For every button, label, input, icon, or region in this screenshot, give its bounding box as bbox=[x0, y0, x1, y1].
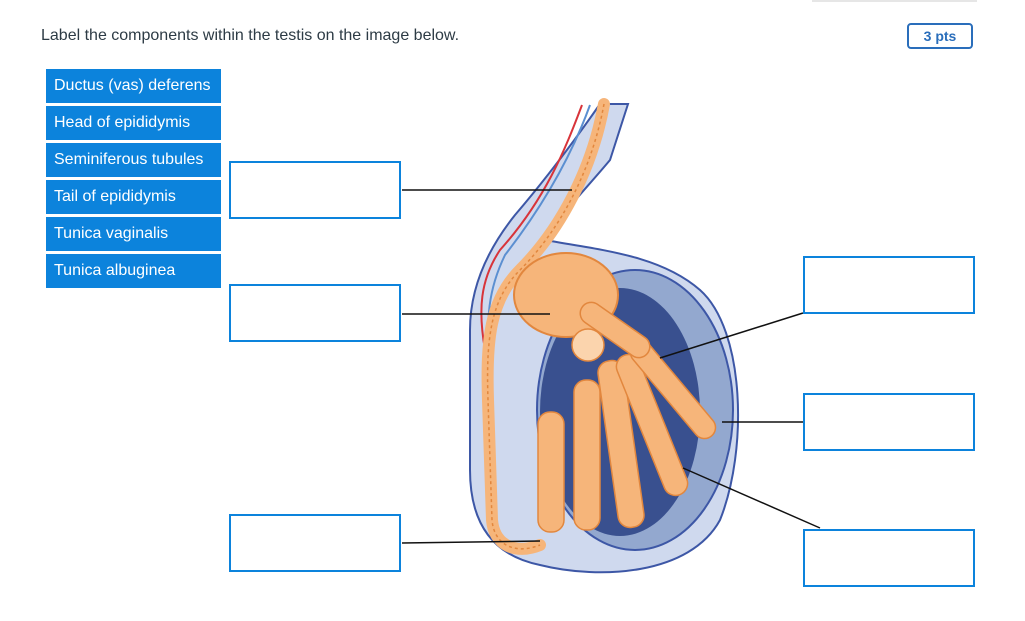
spermatic-vessels bbox=[480, 104, 583, 351]
label-chip-tail-of-epididymis[interactable]: Tail of epididymis bbox=[46, 180, 221, 214]
label-chip-tunica-vaginalis[interactable]: Tunica vaginalis bbox=[46, 217, 221, 251]
leader-line-left-3 bbox=[401, 540, 541, 544]
label-chip-head-of-epididymis[interactable]: Head of epididymis bbox=[46, 106, 221, 140]
word-bank: Ductus (vas) deferens Head of epididymis… bbox=[46, 69, 221, 291]
leader-line-right-3 bbox=[682, 467, 821, 529]
label-chip-seminiferous-tubules[interactable]: Seminiferous tubules bbox=[46, 143, 221, 177]
leader-line-right-1 bbox=[659, 312, 804, 359]
points-badge: 3 pts bbox=[907, 23, 973, 49]
drop-zone-left-2[interactable] bbox=[229, 284, 401, 342]
top-divider bbox=[812, 0, 977, 2]
label-chip-ductus-deferens[interactable]: Ductus (vas) deferens bbox=[46, 69, 221, 103]
drop-zone-right-3[interactable] bbox=[803, 529, 975, 587]
question-prompt: Label the components within the testis o… bbox=[41, 27, 460, 44]
drop-zone-right-1[interactable] bbox=[803, 256, 975, 314]
drop-zone-left-1[interactable] bbox=[229, 161, 401, 219]
drop-zone-right-2[interactable] bbox=[803, 393, 975, 451]
label-chip-tunica-albuginea[interactable]: Tunica albuginea bbox=[46, 254, 221, 288]
drop-zone-left-3[interactable] bbox=[229, 514, 401, 572]
seminiferous-tubules-shape bbox=[537, 301, 717, 533]
